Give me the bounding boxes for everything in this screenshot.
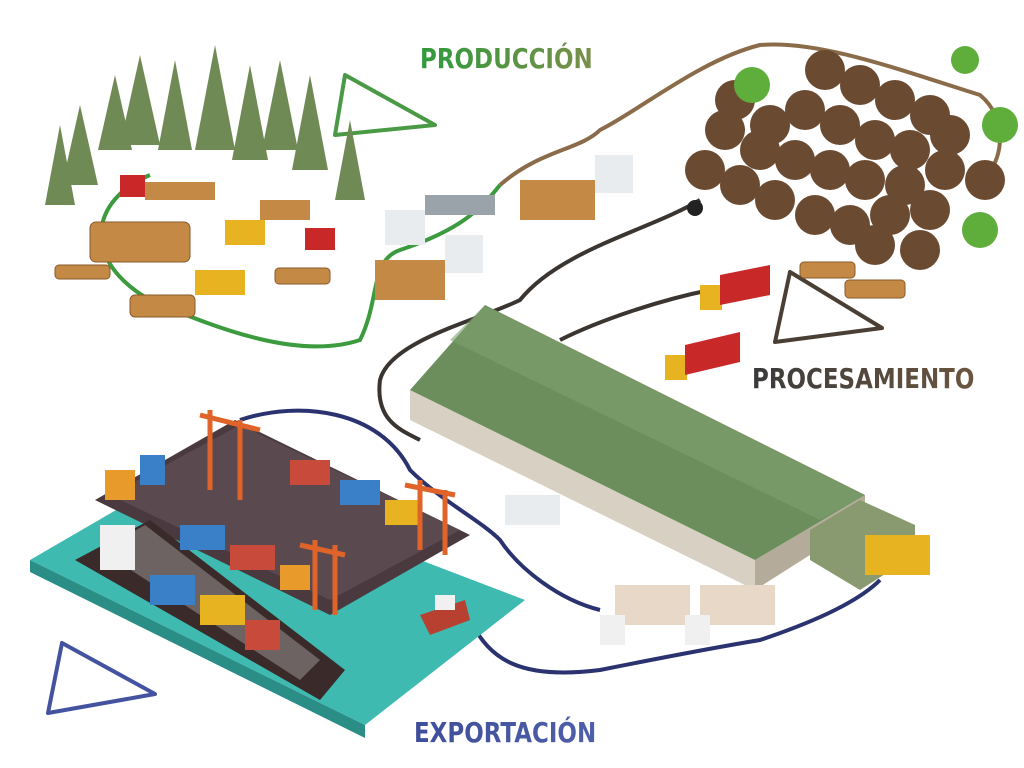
production-label: PRODUCCIÓN: [420, 42, 593, 75]
tree-stumps: [685, 50, 1005, 270]
processing-label: PROCESAMIENTO: [752, 362, 975, 395]
containers: [100, 455, 420, 650]
export-triangle: [46, 641, 157, 715]
forest-route: [498, 42, 1002, 187]
log-piles: [54, 221, 906, 318]
log-trucks: [120, 155, 633, 300]
pine-forest: [45, 45, 365, 205]
cranes: [199, 410, 456, 615]
export-label: EXPORTACIÓN: [414, 716, 597, 749]
tugboat: [420, 595, 470, 635]
dump-trucks: [665, 200, 770, 380]
processing-triangle: [773, 270, 884, 344]
export-route-2: [468, 578, 882, 675]
warehouse: [410, 305, 915, 590]
production-triangle: [333, 73, 437, 137]
port: [30, 420, 525, 738]
green-trees: [734, 46, 1018, 248]
delivery-trucks: [505, 495, 930, 645]
processing-route-2: [559, 288, 711, 342]
